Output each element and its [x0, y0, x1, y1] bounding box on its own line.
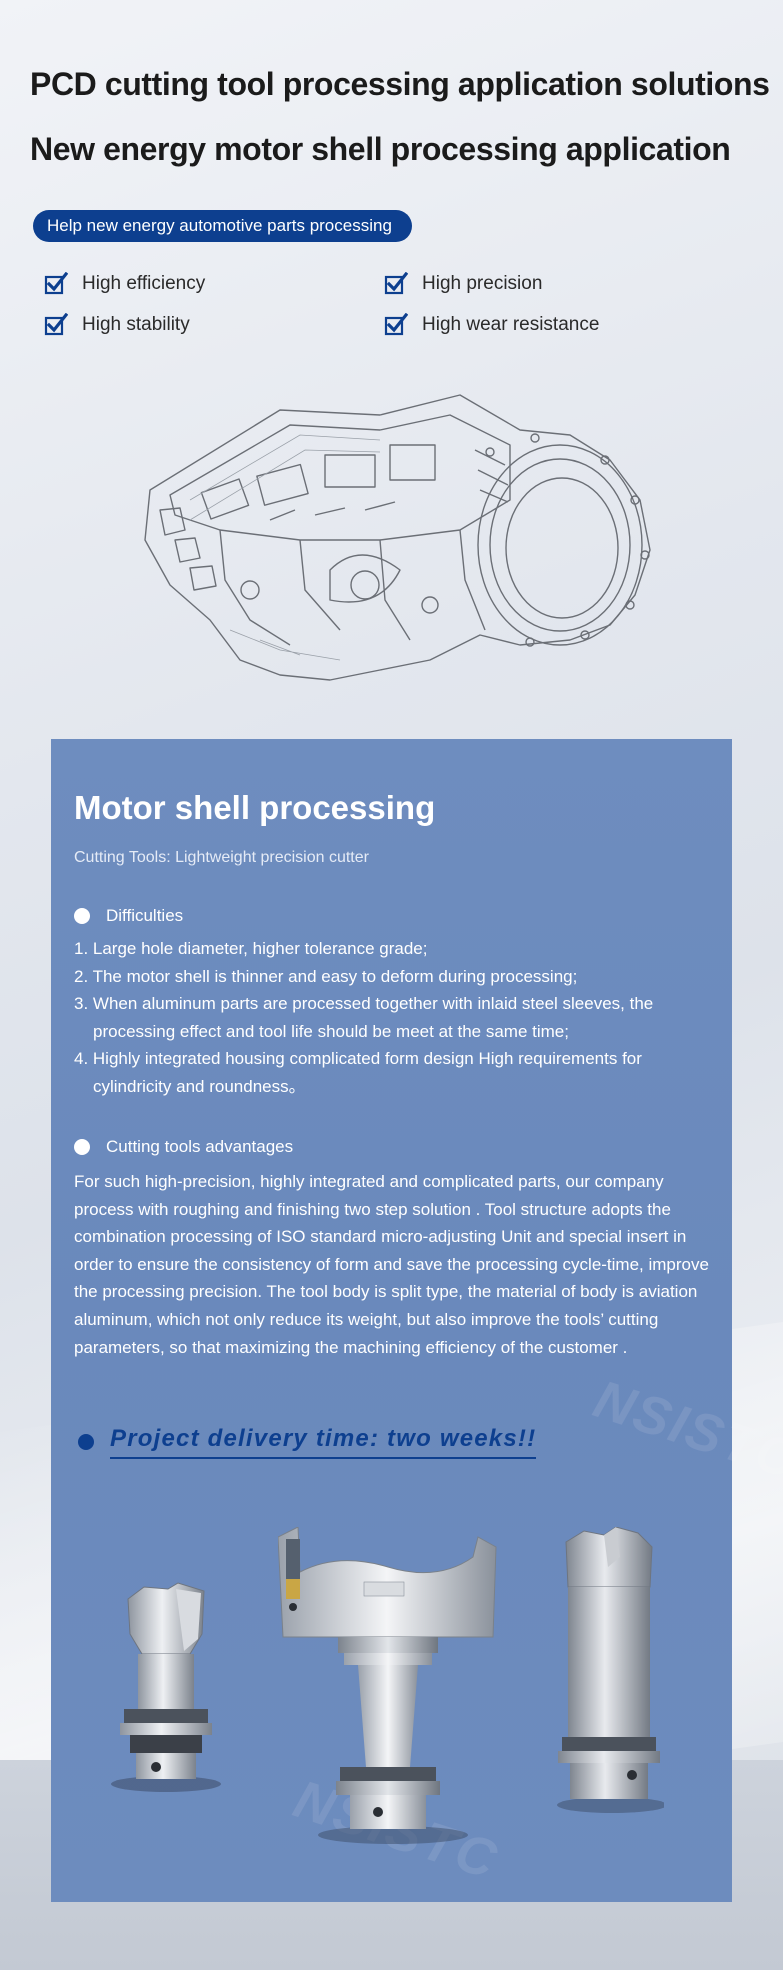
checkbox-checked-icon — [44, 272, 68, 295]
panel-title: Motor shell processing — [74, 789, 436, 826]
feature-label: High stability — [82, 314, 190, 335]
advantages-text: For such high-precision, highly integrat… — [74, 1172, 709, 1357]
list-item: 2. The motor shell is thinner and easy t… — [74, 966, 578, 986]
difficulties-heading-label: Difficulties — [106, 906, 184, 925]
boring-cutter-image — [557, 1527, 664, 1813]
feature-item: High stability — [44, 313, 190, 337]
page-title: PCD cutting tool processing application … — [30, 66, 770, 102]
bullet-dot-icon — [78, 1434, 94, 1450]
feature-label: High precision — [422, 273, 543, 294]
list-item: 1. Large hole diameter, higher tolerance… — [74, 939, 428, 958]
feature-item: High efficiency — [44, 272, 205, 296]
feature-label: High wear resistance — [422, 314, 600, 335]
checkbox-checked-icon — [384, 272, 408, 295]
feature-label: High efficiency — [82, 273, 206, 294]
advantages-heading: Cutting tools advantages — [74, 1137, 293, 1157]
difficulties-heading: Difficulties — [74, 906, 183, 926]
checkbox-checked-icon — [44, 313, 68, 336]
advantages-heading-label: Cutting tools advantages — [106, 1137, 294, 1156]
page-subtitle: New energy motor shell processing applic… — [30, 131, 731, 167]
feature-item: High precision — [384, 272, 542, 296]
panel-subtitle: Cutting Tools: Lightweight precision cut… — [74, 849, 369, 866]
cutter-tool-image — [111, 1582, 221, 1792]
bullet-dot-icon — [74, 908, 90, 924]
delivery-text: Project delivery time: two weeks!! — [110, 1425, 537, 1459]
feature-list: High efficiency High precision High stab… — [44, 272, 744, 352]
tag-pill: Help new energy automotive parts process… — [33, 210, 412, 242]
finishing-cutter-image — [278, 1527, 497, 1844]
feature-item: High wear resistance — [384, 313, 599, 337]
motor-shell-panel: NSISTC NSISTC Motor shell processing Cut… — [51, 739, 783, 1902]
difficulties-list: 1. Large hole diameter, higher tolerance… — [74, 935, 714, 1100]
list-item: 4. Highly integrated housing complicated… — [74, 1049, 642, 1096]
list-item: 3. When aluminum parts are processed tog… — [74, 994, 654, 1041]
bullet-dot-icon — [74, 1139, 90, 1155]
checkbox-checked-icon — [384, 313, 408, 336]
motor-housing-illustration — [144, 394, 651, 681]
delivery-banner: Project delivery time: two weeks!! — [78, 1425, 537, 1459]
